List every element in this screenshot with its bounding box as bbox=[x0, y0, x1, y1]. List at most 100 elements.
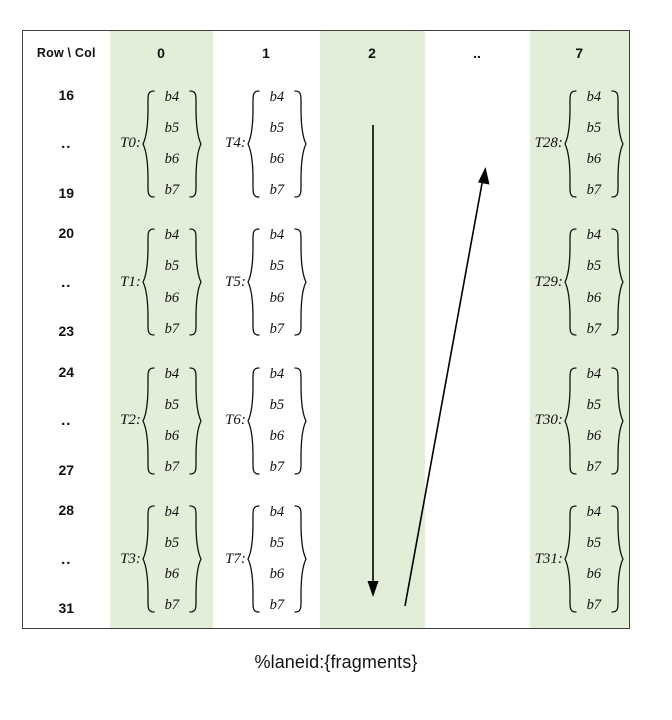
fragment-item: b5 bbox=[269, 535, 285, 552]
fragment-item: b4 bbox=[164, 227, 180, 244]
thread-label: T29: bbox=[534, 273, 563, 290]
thread-label: T1: bbox=[120, 273, 141, 290]
row-label-start: 16 bbox=[58, 86, 75, 103]
thread-label: T28: bbox=[534, 135, 563, 152]
fragment-item: b7 bbox=[269, 320, 285, 337]
thread-label: T31: bbox=[534, 550, 563, 567]
fragment-item: b5 bbox=[164, 119, 180, 136]
fragment-item: b4 bbox=[586, 365, 602, 382]
header-col-0: 0 bbox=[109, 30, 213, 75]
cell-row-1-col-2 bbox=[319, 213, 425, 352]
row-label-cell: 28..31 bbox=[22, 490, 110, 629]
row-label-dots: .. bbox=[61, 135, 72, 153]
fragment-item: b5 bbox=[164, 396, 180, 413]
thread-label: T4: bbox=[225, 135, 246, 152]
cell-row-0-col-7: T28: b4 b5 b6 b7 bbox=[529, 74, 630, 213]
fragment-item: b6 bbox=[586, 151, 602, 168]
table-header-row: Row \ Col 0 1 2 .. 7 bbox=[22, 30, 630, 75]
row-label-cell: 16..19 bbox=[22, 74, 110, 213]
header-col-1: 1 bbox=[212, 30, 320, 75]
cell-row-2-col-ellipsis bbox=[424, 351, 530, 490]
fragment-item: b5 bbox=[586, 119, 602, 136]
fragment-item: b4 bbox=[586, 88, 602, 105]
fragment-item: b7 bbox=[586, 459, 602, 476]
fragment-item: b4 bbox=[164, 504, 180, 520]
fragment-item: b4 bbox=[164, 365, 180, 382]
row-label-cell: 20.. 23 bbox=[22, 213, 110, 352]
fragment-item: b4 bbox=[586, 227, 602, 244]
fragment-item: b6 bbox=[586, 428, 602, 445]
thread-label: T30: bbox=[534, 412, 563, 429]
row-label-cell: 24..27 bbox=[22, 351, 110, 490]
row-label-dots: .. bbox=[61, 550, 72, 568]
fragment-item: b7 bbox=[586, 597, 602, 614]
fragment-item: b6 bbox=[269, 428, 285, 445]
fragment-item: b6 bbox=[586, 566, 602, 583]
fragment-item: b5 bbox=[586, 535, 602, 552]
thread-label: T5: bbox=[225, 273, 246, 290]
fragment-item: b5 bbox=[269, 119, 285, 136]
fragment-item: b7 bbox=[269, 459, 285, 476]
row-label-start: 20 bbox=[58, 225, 75, 242]
row-label-dots: .. bbox=[61, 412, 72, 430]
fragment-item: b6 bbox=[164, 428, 180, 445]
cell-row-2-col-2 bbox=[319, 351, 425, 490]
row-label-start: 28 bbox=[58, 502, 75, 518]
fragment-item: b5 bbox=[269, 258, 285, 275]
fragment-item: b4 bbox=[269, 365, 285, 382]
fragment-item: b7 bbox=[586, 182, 602, 199]
figure-caption: %laneid:{fragments} bbox=[254, 652, 418, 672]
fragment-item: b5 bbox=[164, 258, 180, 275]
row-label-start: 24 bbox=[58, 363, 75, 380]
fragment-item: b5 bbox=[586, 258, 602, 275]
row-label-dots: .. bbox=[61, 273, 72, 291]
fragment-item: b6 bbox=[164, 151, 180, 168]
thread-label: T7: bbox=[225, 550, 246, 567]
fragment-item: b4 bbox=[269, 504, 285, 520]
fragment-item: b6 bbox=[586, 289, 602, 306]
thread-label: T2: bbox=[120, 412, 141, 429]
cell-row-0-col-2 bbox=[319, 74, 425, 213]
fragment-item: b6 bbox=[269, 566, 285, 583]
header-col-7: 7 bbox=[529, 30, 630, 75]
fragment-item: b4 bbox=[269, 88, 285, 105]
fragment-item: b6 bbox=[269, 151, 285, 168]
fragment-item: b6 bbox=[164, 289, 180, 306]
row-label-end: 23 bbox=[58, 323, 75, 340]
thread-fragment-group: T28: b4 b5 b6 b7 bbox=[535, 88, 624, 200]
